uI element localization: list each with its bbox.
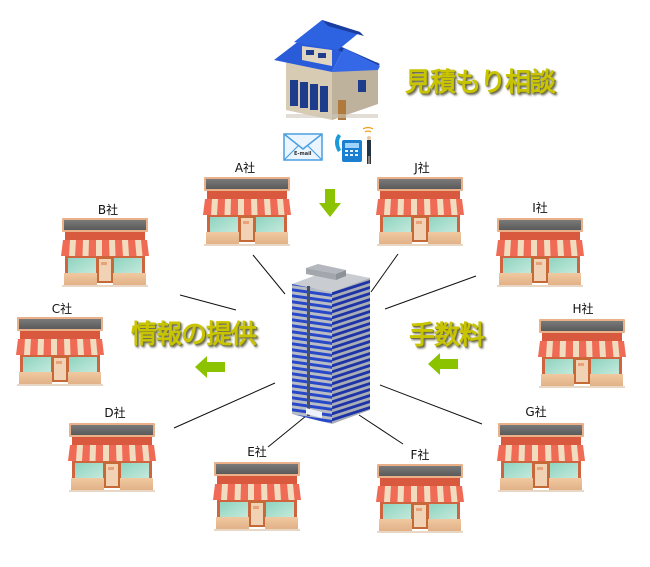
- store-label-a: A社: [234, 161, 256, 175]
- house-icon: [274, 20, 380, 120]
- headline-estimate-request: 見積もり相談: [405, 68, 556, 98]
- store-icon: [496, 218, 584, 287]
- store-label-h: H社: [572, 302, 594, 316]
- store-icon: [203, 177, 291, 246]
- connector-line-g: [379, 384, 483, 425]
- connector-line-a: [252, 254, 286, 295]
- store-label-b: B社: [97, 203, 119, 217]
- store-label-f: F社: [410, 448, 430, 462]
- headline-information: 情報の提供: [131, 320, 257, 350]
- store-label-e: E社: [247, 445, 267, 459]
- store-label-i: I社: [532, 201, 548, 215]
- store-label-c: C社: [51, 302, 73, 316]
- store-icon: [376, 177, 464, 246]
- connector-line-i: [384, 275, 477, 310]
- store-label-d: D社: [104, 406, 126, 420]
- store-icon: [538, 319, 626, 388]
- arrow-left-icon: [195, 356, 225, 378]
- store-icon: [68, 423, 156, 492]
- arrow-left-icon: [428, 353, 458, 375]
- store-icon: [497, 423, 585, 492]
- store-label-j: J社: [414, 161, 430, 175]
- connector-line-d: [173, 382, 276, 429]
- store-icon: [61, 218, 149, 287]
- office-building-icon: [292, 264, 370, 424]
- store-icon: [16, 317, 104, 386]
- connector-line-f: [358, 414, 404, 445]
- connector-line-e: [267, 415, 307, 448]
- phone-icon: [335, 126, 374, 164]
- store-label-g: G社: [525, 405, 547, 419]
- headline-fee: 手数料: [409, 321, 485, 351]
- connector-line-j: [370, 253, 399, 293]
- connector-line-b: [179, 294, 237, 311]
- store-icon: [376, 464, 464, 533]
- email-label: E-mail: [294, 151, 312, 157]
- arrow-down-icon: [319, 189, 341, 217]
- store-icon: [213, 462, 301, 531]
- email-icon: E-mail: [283, 133, 323, 161]
